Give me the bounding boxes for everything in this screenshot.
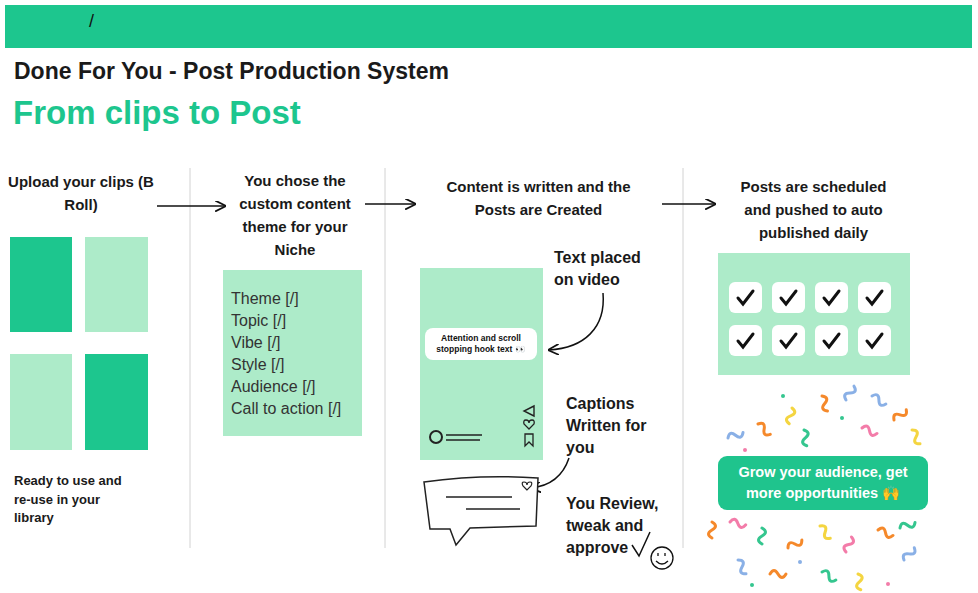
share-icon (524, 406, 534, 416)
flow-arrow (662, 203, 715, 205)
schedule-tile (729, 325, 762, 356)
confetti-squiggle (770, 571, 786, 578)
flow-arrow (365, 203, 415, 205)
option-item: Theme [/] (231, 288, 358, 310)
schedule-tile (729, 282, 762, 313)
confetti-squiggle (729, 519, 746, 529)
option-item: Call to action [/] (231, 398, 358, 420)
check-mark (824, 291, 839, 304)
step-heading: Upload your clips (B Roll) (5, 170, 157, 216)
pointer-arrow (549, 293, 603, 350)
confetti-squiggle (820, 569, 837, 583)
confetti-squiggle (786, 537, 803, 551)
hook-text: Attention and scroll stopping hook text … (428, 333, 534, 355)
save-icon (525, 434, 533, 446)
step-heading: Content is written and the Posts are Cre… (415, 175, 662, 221)
column-divider (385, 168, 386, 548)
schedule-tile (772, 325, 805, 356)
caption-card (424, 477, 538, 545)
phone-screen (420, 268, 543, 460)
confetti-squiggle (735, 558, 749, 575)
clip-thumbnail (85, 237, 148, 332)
step-heading-text: Content is written and the Posts are Cre… (441, 175, 636, 221)
scheduled-tiles (729, 282, 891, 356)
hook-text-pill: Attention and scroll stopping hook text … (425, 328, 537, 360)
caption-lines (446, 497, 520, 509)
callout-text: You Review, tweak and approve (566, 493, 666, 559)
check-mark (738, 334, 753, 347)
confetti-squiggle (756, 421, 773, 437)
confetti-squiggle (727, 429, 744, 441)
step-heading-text: Upload your clips (B Roll) (6, 170, 156, 216)
option-item: Topic [/] (231, 310, 358, 332)
cta-banner: Grow your audience, get more opportuniti… (718, 456, 928, 510)
step-heading-text: Posts are scheduled and pushed to auto p… (726, 175, 901, 244)
confetti-squiggle (819, 395, 831, 412)
column-divider (190, 168, 191, 548)
confetti-squiggle (892, 407, 909, 423)
step-heading: Posts are scheduled and pushed to auto p… (715, 175, 912, 244)
check-mark (824, 334, 839, 347)
confetti-squiggle (901, 545, 917, 562)
confetti-squiggle (855, 573, 865, 590)
confetti-squiggle (759, 528, 766, 544)
confetti-squiggle (899, 519, 916, 531)
check-mark (867, 291, 882, 304)
check-mark (867, 334, 882, 347)
schedule-tile (815, 282, 848, 313)
schedule-tile (858, 282, 891, 313)
schedule-tile (772, 282, 805, 313)
confetti-squiggle (861, 425, 878, 437)
callout-text: Text placed on video (554, 247, 654, 291)
check-mark (781, 334, 796, 347)
profile-icon (430, 431, 442, 443)
confetti-squiggle (843, 536, 855, 553)
smiley-face (651, 547, 673, 569)
option-item: Audience [/] (231, 376, 358, 398)
schedule-tile (858, 325, 891, 356)
step-heading-text: You chose the custom content theme for y… (230, 169, 360, 261)
column-divider (683, 168, 684, 548)
subtitle: From clips to Post (13, 96, 301, 129)
cta-text: Grow your audience, get more opportuniti… (720, 462, 926, 504)
confetti-squiggle (801, 429, 811, 446)
page-title: Done For You - Post Production System (14, 60, 449, 83)
confetti-dot (743, 448, 747, 452)
confetti-dot (886, 582, 890, 586)
option-item: Vibe [/] (231, 332, 358, 354)
confetti-squiggle (709, 522, 716, 538)
confetti-squiggle (786, 407, 796, 424)
clip-thumbnail (85, 354, 148, 450)
confetti-squiggle (817, 524, 833, 541)
check-mark (738, 291, 753, 304)
confetti-squiggle (909, 428, 923, 445)
smiley-features (656, 553, 668, 564)
schedule-tile (815, 325, 848, 356)
library-note: Ready to use and re-use in your library (14, 472, 139, 528)
confetti-dot (781, 394, 785, 398)
confetti-dot (750, 583, 754, 587)
confetti-squiggle (870, 393, 887, 407)
step-heading: You chose the custom content theme for y… (225, 169, 365, 261)
clip-thumbnail (10, 237, 72, 332)
header-band (5, 5, 972, 48)
option-item: Style [/] (231, 354, 358, 376)
confetti-dot (798, 560, 802, 564)
confetti-dot (840, 416, 844, 420)
check-mark (781, 291, 796, 304)
schedule-panel (718, 253, 910, 375)
heart-icon (522, 482, 532, 490)
confetti-squiggle (877, 527, 894, 539)
confetti-squiggle (843, 384, 857, 401)
clip-thumbnail (10, 354, 72, 450)
band-mark: / (89, 12, 94, 30)
flow-arrow (157, 205, 225, 207)
username-lines (446, 435, 482, 440)
tick-mark (632, 532, 650, 556)
option-list-box: Theme [/]Topic [/]Vibe [/]Style [/]Audie… (223, 270, 362, 436)
like-icon (524, 420, 535, 429)
callout-text: Captions Written for you (566, 393, 666, 459)
